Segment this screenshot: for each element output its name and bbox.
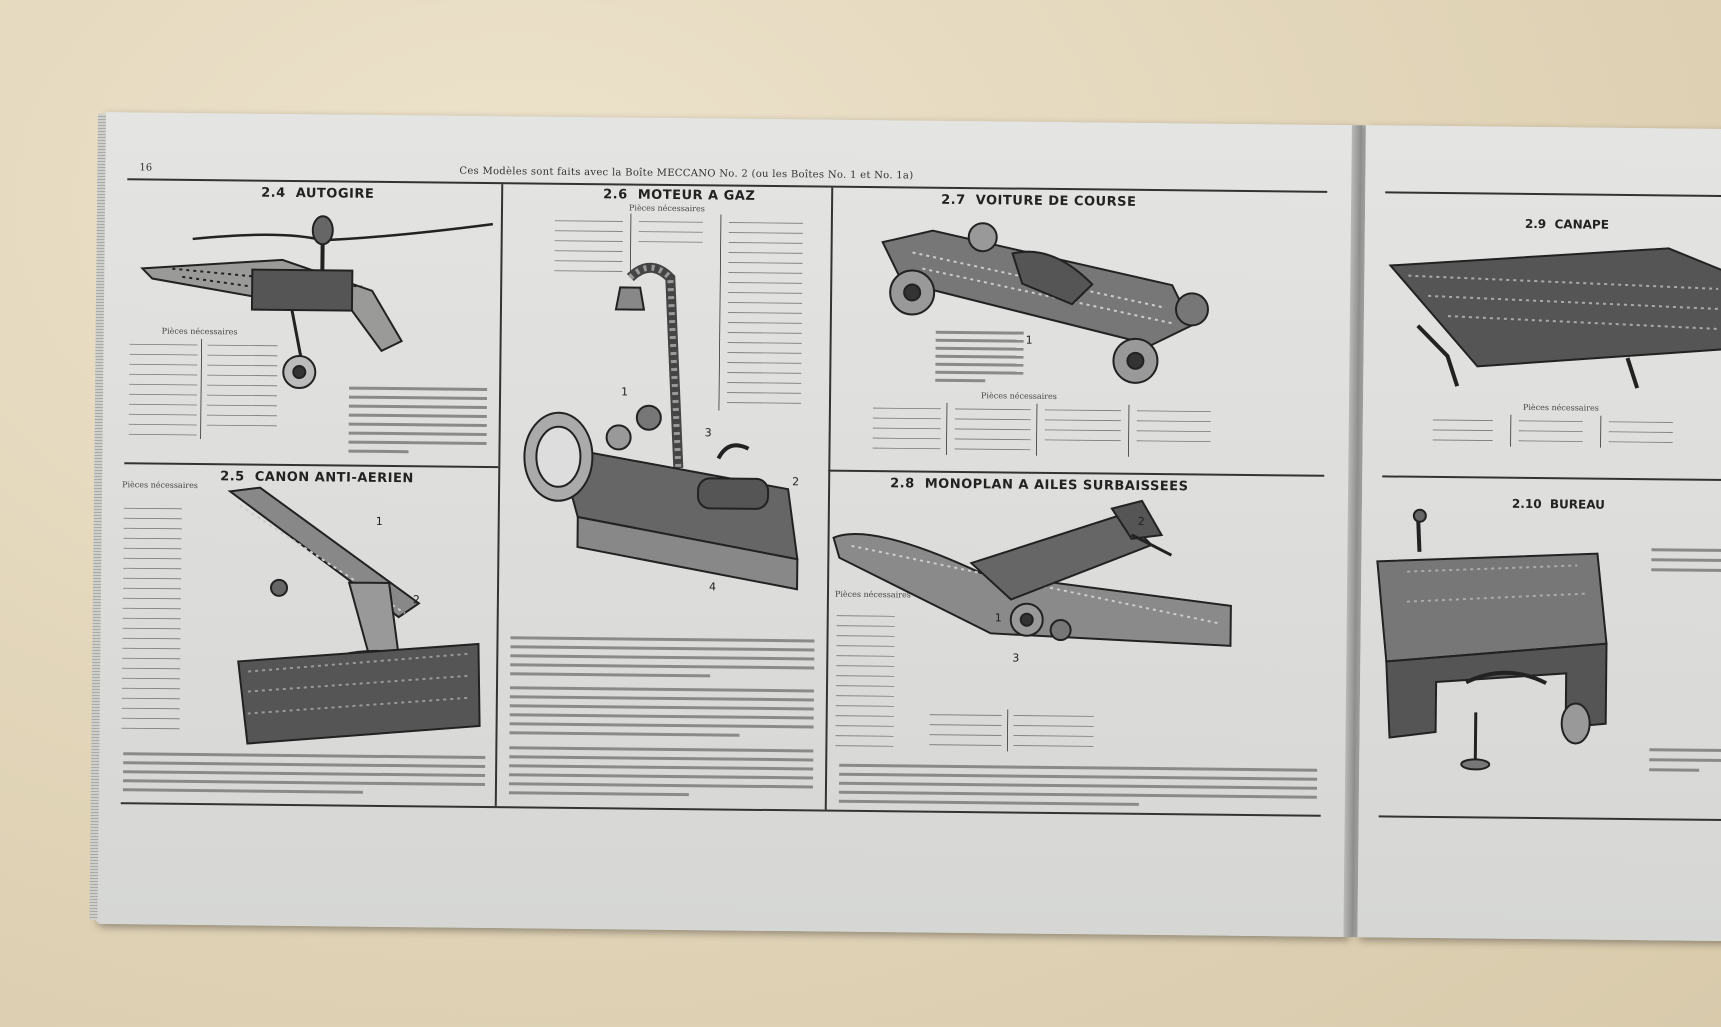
- parts-list-canon: [121, 507, 182, 730]
- pieces-label-canon: Pièces nécessaires: [122, 480, 198, 491]
- header-title: Ces Modèles sont faits avec la Boîte MEC…: [459, 165, 914, 182]
- paragraph-monoplan: [838, 763, 1318, 806]
- callout-moteur-1: 1: [621, 385, 629, 399]
- pieces-label-moteur: Pièces nécessaires: [628, 203, 705, 214]
- canape-illustration: [1388, 247, 1721, 389]
- paragraph-autogire: [348, 386, 488, 454]
- callout-canon-2: 2: [412, 593, 420, 607]
- parts-list-autogire: [128, 339, 278, 440]
- paragraph-canon: [122, 752, 486, 794]
- callout-monoplan-1: 1: [994, 611, 1002, 625]
- moteur-illustration: [523, 262, 799, 591]
- title-voiture: 2.7 VOITURE DE COURSE: [941, 192, 1137, 210]
- voiture-illustration: [881, 222, 1209, 384]
- callout-monoplan-3: 3: [1012, 651, 1020, 665]
- title-bureau: 2.10 BUREAU: [1511, 496, 1606, 512]
- meccano-booklet: 16 Ces Modèles sont faits avec la Boîte …: [89, 112, 1721, 949]
- paragraph-canape-bureau: [1649, 548, 1721, 772]
- callout-canon-1: 1: [375, 514, 383, 528]
- pieces-label-voiture: Pièces nécessaires: [981, 391, 1057, 401]
- bureau-illustration: [1376, 508, 1608, 771]
- title-canon: 2.5 CANON ANTI-AERIEN: [220, 469, 414, 487]
- right-header-rule: [1385, 191, 1721, 198]
- parts-list-canape: [1432, 414, 1673, 448]
- title-monoplan: 2.8 MONOPLAN A AILES SURBAISSEES: [890, 476, 1189, 495]
- parts-list-voiture: [872, 402, 1211, 457]
- right-page: 2.9 CANAPE 2.10 BUREAU Pièces nécessaire…: [1357, 125, 1721, 942]
- left-page: 16 Ces Modèles sont faits avec la Boîte …: [89, 112, 1356, 938]
- pieces-label-canape: Pièces nécessaires: [1522, 402, 1599, 413]
- callout-moteur-4: 4: [708, 580, 717, 594]
- canon-illustration: [227, 486, 481, 745]
- parts-list-monoplan: [835, 615, 1094, 752]
- paragraph-moteur: [508, 636, 815, 797]
- page-number: 16: [139, 162, 153, 174]
- title-canape: 2.9 CANAPE: [1524, 216, 1610, 232]
- autogire-illustration: [140, 215, 494, 390]
- right-row-divider: [1382, 475, 1721, 481]
- monoplan-illustration: [832, 499, 1232, 647]
- row-divider-right: [828, 469, 1325, 477]
- column-divider-2: [824, 187, 833, 810]
- callout-monoplan-2: 2: [1137, 514, 1145, 528]
- title-moteur: 2.6 MOTEUR A GAZ: [603, 187, 756, 204]
- callout-moteur-2: 2: [792, 475, 800, 489]
- row-divider-left: [124, 462, 499, 468]
- callout-voiture-1: 1: [1025, 333, 1033, 347]
- paragraph-voiture: [935, 330, 1024, 383]
- page-edge: [89, 113, 106, 920]
- callout-moteur-3: 3: [704, 426, 712, 440]
- right-footer-rule: [1378, 815, 1721, 821]
- parts-list-moteur: [554, 213, 803, 411]
